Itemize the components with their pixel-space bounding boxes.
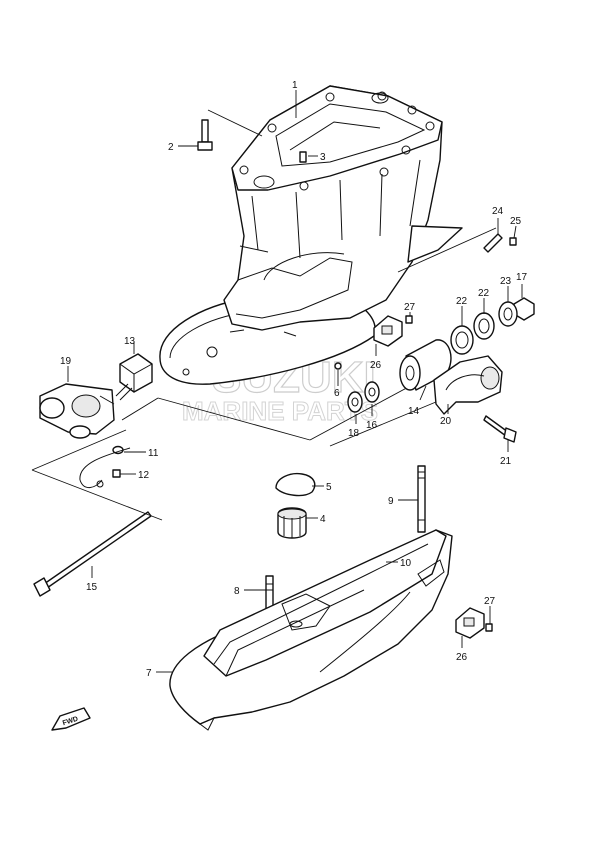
callout-26a: 26 [370, 360, 382, 371]
callout-4: 4 [320, 514, 326, 525]
callout-18: 18 [348, 428, 360, 439]
callout-19: 19 [60, 356, 72, 367]
seal-ring-5 [275, 472, 316, 497]
callout-1: 1 [292, 80, 298, 91]
watermark-sub: MARINE PARTS [182, 396, 378, 426]
washer-22a [473, 312, 495, 340]
dowel-pin-3 [299, 151, 307, 163]
callout-26b: 26 [456, 652, 468, 663]
callout-5: 5 [326, 482, 332, 493]
bolt-2 [197, 119, 213, 151]
driveshaft-housing [159, 85, 463, 385]
callout-8: 8 [234, 586, 240, 597]
lower-mount-bracket [39, 383, 115, 439]
wire-and-fasteners [79, 445, 131, 488]
stud-9 [417, 465, 426, 533]
washer-22b [450, 325, 474, 355]
screw-27-lower [485, 623, 493, 632]
grommet-6 [334, 362, 342, 370]
callout-numbers: 1 2 3 4 5 6 7 8 9 10 11 12 13 14 15 16 1… [60, 80, 528, 679]
washer-23 [498, 301, 518, 327]
callout-6: 6 [334, 388, 340, 399]
callout-15: 15 [86, 582, 98, 593]
callout-22a: 22 [456, 296, 468, 307]
bracket-20 [433, 355, 503, 415]
callout-12: 12 [138, 470, 150, 481]
callout-20: 20 [440, 416, 452, 427]
bolt-21 [483, 415, 517, 443]
screw-25 [509, 237, 517, 246]
callout-27b: 27 [484, 596, 496, 607]
fwd-direction-arrow: FWD [51, 707, 91, 731]
callout-27a: 27 [404, 302, 416, 313]
callout-14: 14 [408, 406, 420, 417]
callout-16: 16 [366, 420, 378, 431]
callout-24: 24 [492, 206, 504, 217]
callout-17: 17 [516, 272, 528, 283]
sensor-13 [115, 353, 153, 401]
washer-18 [347, 391, 363, 413]
callout-9: 9 [388, 496, 394, 507]
grommet-4 [277, 507, 307, 539]
callout-10: 10 [400, 558, 412, 569]
callout-leaders [67, 90, 523, 673]
callout-7: 7 [146, 668, 152, 679]
spacer-housing-7 [169, 529, 453, 731]
callout-13: 13 [124, 336, 136, 347]
callout-3: 3 [320, 152, 326, 163]
callout-22b: 22 [478, 288, 490, 299]
bushing-14 [399, 339, 452, 391]
callout-25: 25 [510, 216, 522, 227]
washer-16 [364, 381, 380, 403]
callout-21: 21 [500, 456, 512, 467]
callout-11: 11 [148, 448, 159, 459]
callout-23: 23 [500, 276, 512, 287]
clip-24 [483, 233, 503, 253]
fwd-label: FWD [62, 716, 79, 728]
callout-2: 2 [168, 142, 174, 153]
screw-27-upper [405, 315, 413, 324]
